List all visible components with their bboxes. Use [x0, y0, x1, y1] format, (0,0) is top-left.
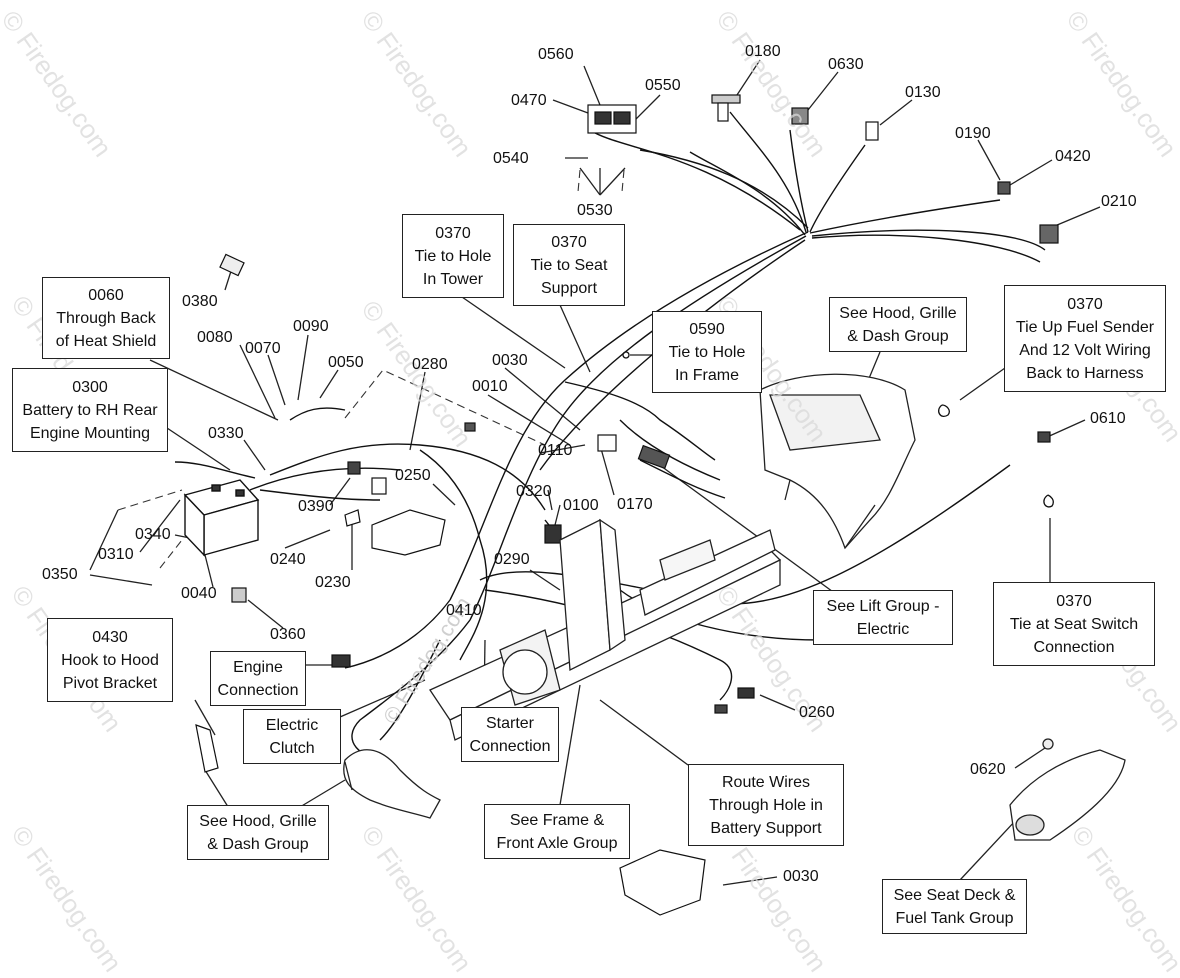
- callout-0370-tower: 0370 Tie to Hole In Tower: [402, 214, 504, 298]
- callout-engine-connection: Engine Connection: [210, 651, 306, 706]
- battery: [183, 479, 260, 557]
- part-number: 0080: [197, 329, 233, 346]
- part-number: 0030: [492, 352, 528, 369]
- part-number: 0030: [783, 868, 819, 885]
- part-number: 0050: [328, 354, 364, 371]
- callout-0060-heat-shield: 0060 Through Back of Heat Shield: [42, 277, 170, 359]
- part-number: 0210: [1101, 193, 1137, 210]
- callout-starter-connection: Starter Connection: [461, 707, 559, 762]
- part-number: 0340: [135, 526, 171, 543]
- part-number: 0070: [245, 340, 281, 357]
- part-number: 0090: [293, 318, 329, 335]
- part-number: 0470: [511, 92, 547, 109]
- part-number: 0630: [828, 56, 864, 73]
- part-number: 0410: [446, 602, 482, 619]
- callout-route-wires: Route Wires Through Hole in Battery Supp…: [688, 764, 844, 846]
- part-number: 0620: [970, 761, 1006, 778]
- callout-frame-front-axle: See Frame & Front Axle Group: [484, 804, 630, 859]
- callout-lift-group: See Lift Group - Electric: [813, 590, 953, 645]
- part-number: 0330: [208, 425, 244, 442]
- part-number: 0550: [645, 77, 681, 94]
- callout-0300-battery: 0300 Battery to RH Rear Engine Mounting: [12, 368, 168, 452]
- part-number: 0560: [538, 46, 574, 63]
- part-number: 0240: [270, 551, 306, 568]
- part-number: 0530: [577, 202, 613, 219]
- part-number: 0280: [412, 356, 448, 373]
- part-number: 0190: [955, 125, 991, 142]
- callout-electric-clutch: Electric Clutch: [243, 709, 341, 764]
- part-number: 0290: [494, 551, 530, 568]
- callout-0430-hood-pivot: 0430 Hook to Hood Pivot Bracket: [47, 618, 173, 702]
- part-number: 0380: [182, 293, 218, 310]
- part-number: 0310: [98, 546, 134, 563]
- part-number: 0100: [563, 497, 599, 514]
- fuel-tank: [1009, 738, 1126, 841]
- callout-0370-fuel-sender: 0370 Tie Up Fuel Sender And 12 Volt Wiri…: [1004, 285, 1166, 392]
- part-number: 0250: [395, 467, 431, 484]
- part-number: 0420: [1055, 148, 1091, 165]
- part-number: 0010: [472, 378, 508, 395]
- callout-hood-grille-dash-top: See Hood, Grille & Dash Group: [829, 297, 967, 352]
- callout-hood-grille-dash-bottom: See Hood, Grille & Dash Group: [187, 805, 329, 860]
- callout-0590-frame: 0590 Tie to Hole In Frame: [652, 311, 762, 393]
- callout-0370-seat-switch: 0370 Tie at Seat Switch Connection: [993, 582, 1155, 666]
- part-number: 0260: [799, 704, 835, 721]
- hood-housing: [759, 373, 916, 550]
- tractor-frame: [429, 518, 782, 741]
- callout-seat-deck-fuel-tank: See Seat Deck & Fuel Tank Group: [882, 879, 1027, 934]
- part-number: 0610: [1090, 410, 1126, 427]
- part-number: 0170: [617, 496, 653, 513]
- part-number: 0180: [745, 43, 781, 60]
- callout-0370-seat-support: 0370 Tie to Seat Support: [513, 224, 625, 306]
- part-number: 0390: [298, 498, 334, 515]
- clutch-shroud: [343, 749, 441, 819]
- part-number: 0040: [181, 585, 217, 602]
- part-number: 0130: [905, 84, 941, 101]
- part-number: 0230: [315, 574, 351, 591]
- part-number: 0360: [270, 626, 306, 643]
- part-number: 0350: [42, 566, 78, 583]
- part-number: 0110: [538, 442, 573, 459]
- part-number: 0320: [516, 483, 552, 500]
- part-number: 0540: [493, 150, 529, 167]
